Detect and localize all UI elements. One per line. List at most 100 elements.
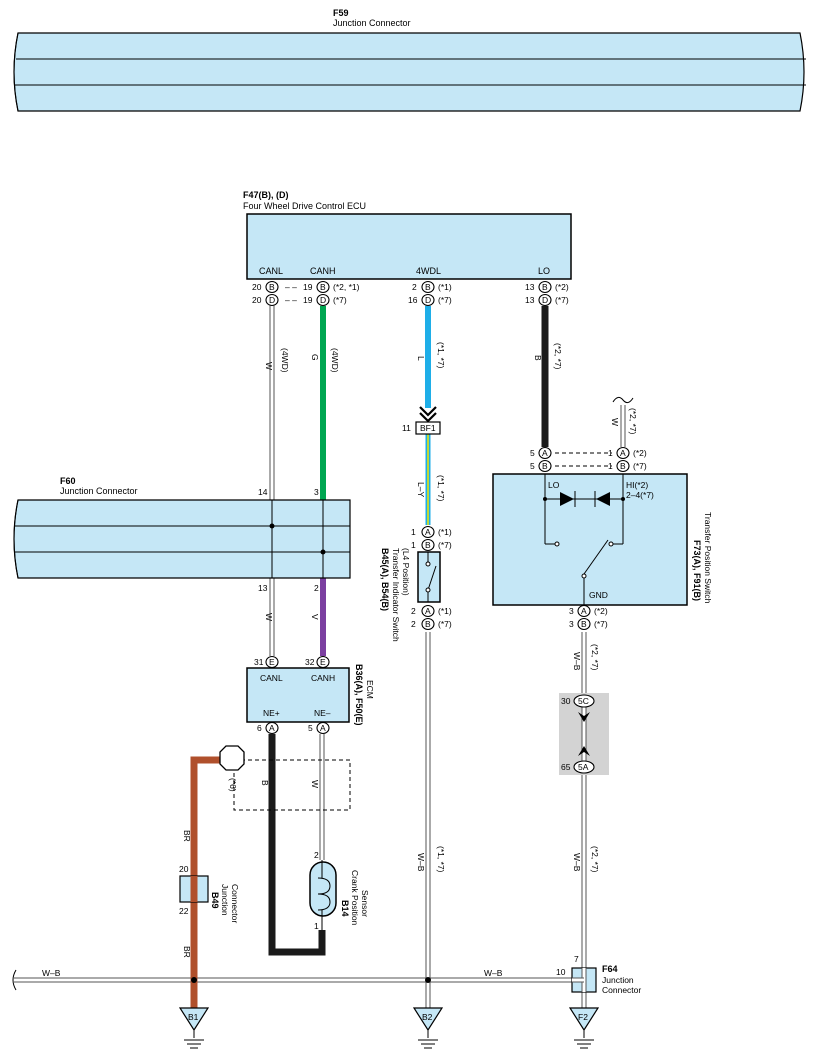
note: (*2): [594, 606, 608, 616]
f47-pins: 20 B – – 19 B (*2, *1) 20 D – – 19 D (*7…: [252, 280, 569, 307]
pin-letter: A: [425, 527, 431, 537]
pin-number: 14: [258, 487, 268, 497]
pin-letter: D: [542, 295, 548, 305]
note: (*7): [438, 295, 452, 305]
pin-letter: D: [269, 295, 275, 305]
note: (*7): [555, 295, 569, 305]
pin-number: 5: [530, 461, 535, 471]
pin-number: 5: [308, 723, 313, 733]
pin-letter: D: [425, 295, 431, 305]
arrow-down-icon: [578, 712, 590, 722]
arrow-up-icon: [578, 746, 590, 756]
wire-label: L: [416, 356, 426, 361]
ground-b1: B1: [178, 1007, 210, 1049]
f73-hi-label: HI(*2): [626, 480, 648, 490]
wire-labels: W (4WD) G (4WD) L (*1, *7) B (*2, *7) W …: [42, 342, 638, 978]
pin-number: 1: [411, 540, 416, 550]
ground-f2: F2: [568, 1007, 600, 1049]
pin-number: 20: [252, 282, 262, 292]
dash: – –: [285, 282, 297, 292]
f60-code: F60: [60, 476, 76, 486]
wire-label: L–Y: [416, 482, 426, 497]
junction-5a-label: 5A: [578, 762, 589, 772]
bf1-connector: BF1 11: [402, 406, 441, 435]
ground-label: F2: [578, 1012, 588, 1022]
f60-name: Junction Connector: [60, 486, 138, 496]
wire-label: BR: [182, 830, 192, 842]
f73-transfer-position-switch: 5 A 5 B 1 A (*2) 1 B (*7) LO HI(*2) 2–4(…: [492, 446, 713, 631]
pin-letter: D: [320, 295, 326, 305]
wire-note: (*2, *7): [590, 644, 600, 671]
b14-crank-position-sensor: 2 1 B14 Crank Position Sensor: [309, 850, 370, 931]
b49-junction-connector: 20 22 B49 Junction Connector: [179, 864, 240, 923]
junction-5c-label: 5C: [578, 696, 589, 706]
pin-number: 13: [258, 583, 268, 593]
pin-number: 2: [412, 282, 417, 292]
b45-name: Transfer Indicator Switch: [391, 548, 401, 642]
b36-canl-label: CANL: [260, 673, 283, 683]
pin-number: 3: [314, 487, 319, 497]
pin-number: 1: [608, 448, 613, 458]
wire-label: W–B: [572, 652, 582, 671]
wire-label: BR: [182, 946, 192, 958]
pin-letter: A: [320, 723, 326, 733]
coil-icon: [317, 877, 331, 911]
diode-left-icon: [560, 492, 574, 506]
note: (*7): [633, 461, 647, 471]
wire-note: (*2, *7): [628, 408, 638, 435]
note: (*7): [594, 619, 608, 629]
wire-switch-white: [612, 396, 634, 447]
ground-triangle-icon: [178, 1007, 210, 1032]
f60-junction-connector: F60 Junction Connector 14 3 13 2: [13, 476, 351, 593]
wire-label: B: [260, 780, 270, 786]
f59-name: Junction Connector: [333, 18, 411, 28]
pin-letter: B: [425, 540, 431, 550]
pin-number: 20: [252, 295, 262, 305]
b36-ne-minus-label: NE–: [314, 708, 331, 718]
f64-junction-connector: 7 10 F64 Junction Connector: [556, 954, 641, 995]
wire-label: V: [310, 614, 320, 620]
bf1-label: BF1: [420, 423, 436, 433]
ground-triangle-icon: [412, 1007, 444, 1032]
f47-name: Four Wheel Drive Control ECU: [243, 201, 366, 211]
pin-number: 16: [408, 295, 418, 305]
b36-canh-label: CANH: [311, 673, 335, 683]
ground-label: B2: [422, 1012, 433, 1022]
f47-lo-label: LO: [538, 266, 550, 276]
pin-number: 1: [608, 461, 613, 471]
pin-letter: B: [269, 282, 275, 292]
wire-label: W–B: [484, 968, 503, 978]
wire-label: W: [264, 613, 274, 621]
f73-code: F73(A), F91(B): [692, 540, 702, 601]
pin-letter: A: [542, 448, 548, 458]
b14-subname: Sensor: [360, 890, 370, 917]
pin-number: 30: [561, 696, 571, 706]
f64-subname: Connector: [602, 985, 641, 995]
wire-label: B: [533, 355, 543, 361]
pin-number: 22: [179, 906, 189, 916]
pin-number: 2: [411, 619, 416, 629]
b45-transfer-indicator-switch: 1 A (*1) 1 B (*7) 2 A (*1) 2 B (*7) B45(…: [380, 525, 452, 642]
wire-note: (4WD): [330, 348, 340, 373]
pin-number: 32: [305, 657, 315, 667]
pin-letter: A: [581, 606, 587, 616]
b45-subname: (L4 Position): [401, 548, 411, 596]
note: (*1): [438, 282, 452, 292]
b49-code: B49: [210, 892, 220, 909]
b14-code: B14: [340, 900, 350, 917]
wire-label: W–B: [42, 968, 61, 978]
pin-letter: B: [542, 461, 548, 471]
pin-number: 31: [254, 657, 264, 667]
f73-gnd-label: GND: [589, 590, 608, 600]
pin-letter: B: [425, 282, 431, 292]
wire-label: W: [264, 362, 274, 370]
ground-b2: B2: [412, 1007, 444, 1049]
wire-note: (*6): [228, 778, 238, 792]
note: (*1): [438, 527, 452, 537]
pin-letter: A: [620, 448, 626, 458]
note: (*2): [555, 282, 569, 292]
wire-label: G: [310, 354, 320, 361]
shield-octagon-icon: [219, 745, 245, 771]
ground-label: B1: [188, 1012, 199, 1022]
pin-number: 3: [569, 619, 574, 629]
